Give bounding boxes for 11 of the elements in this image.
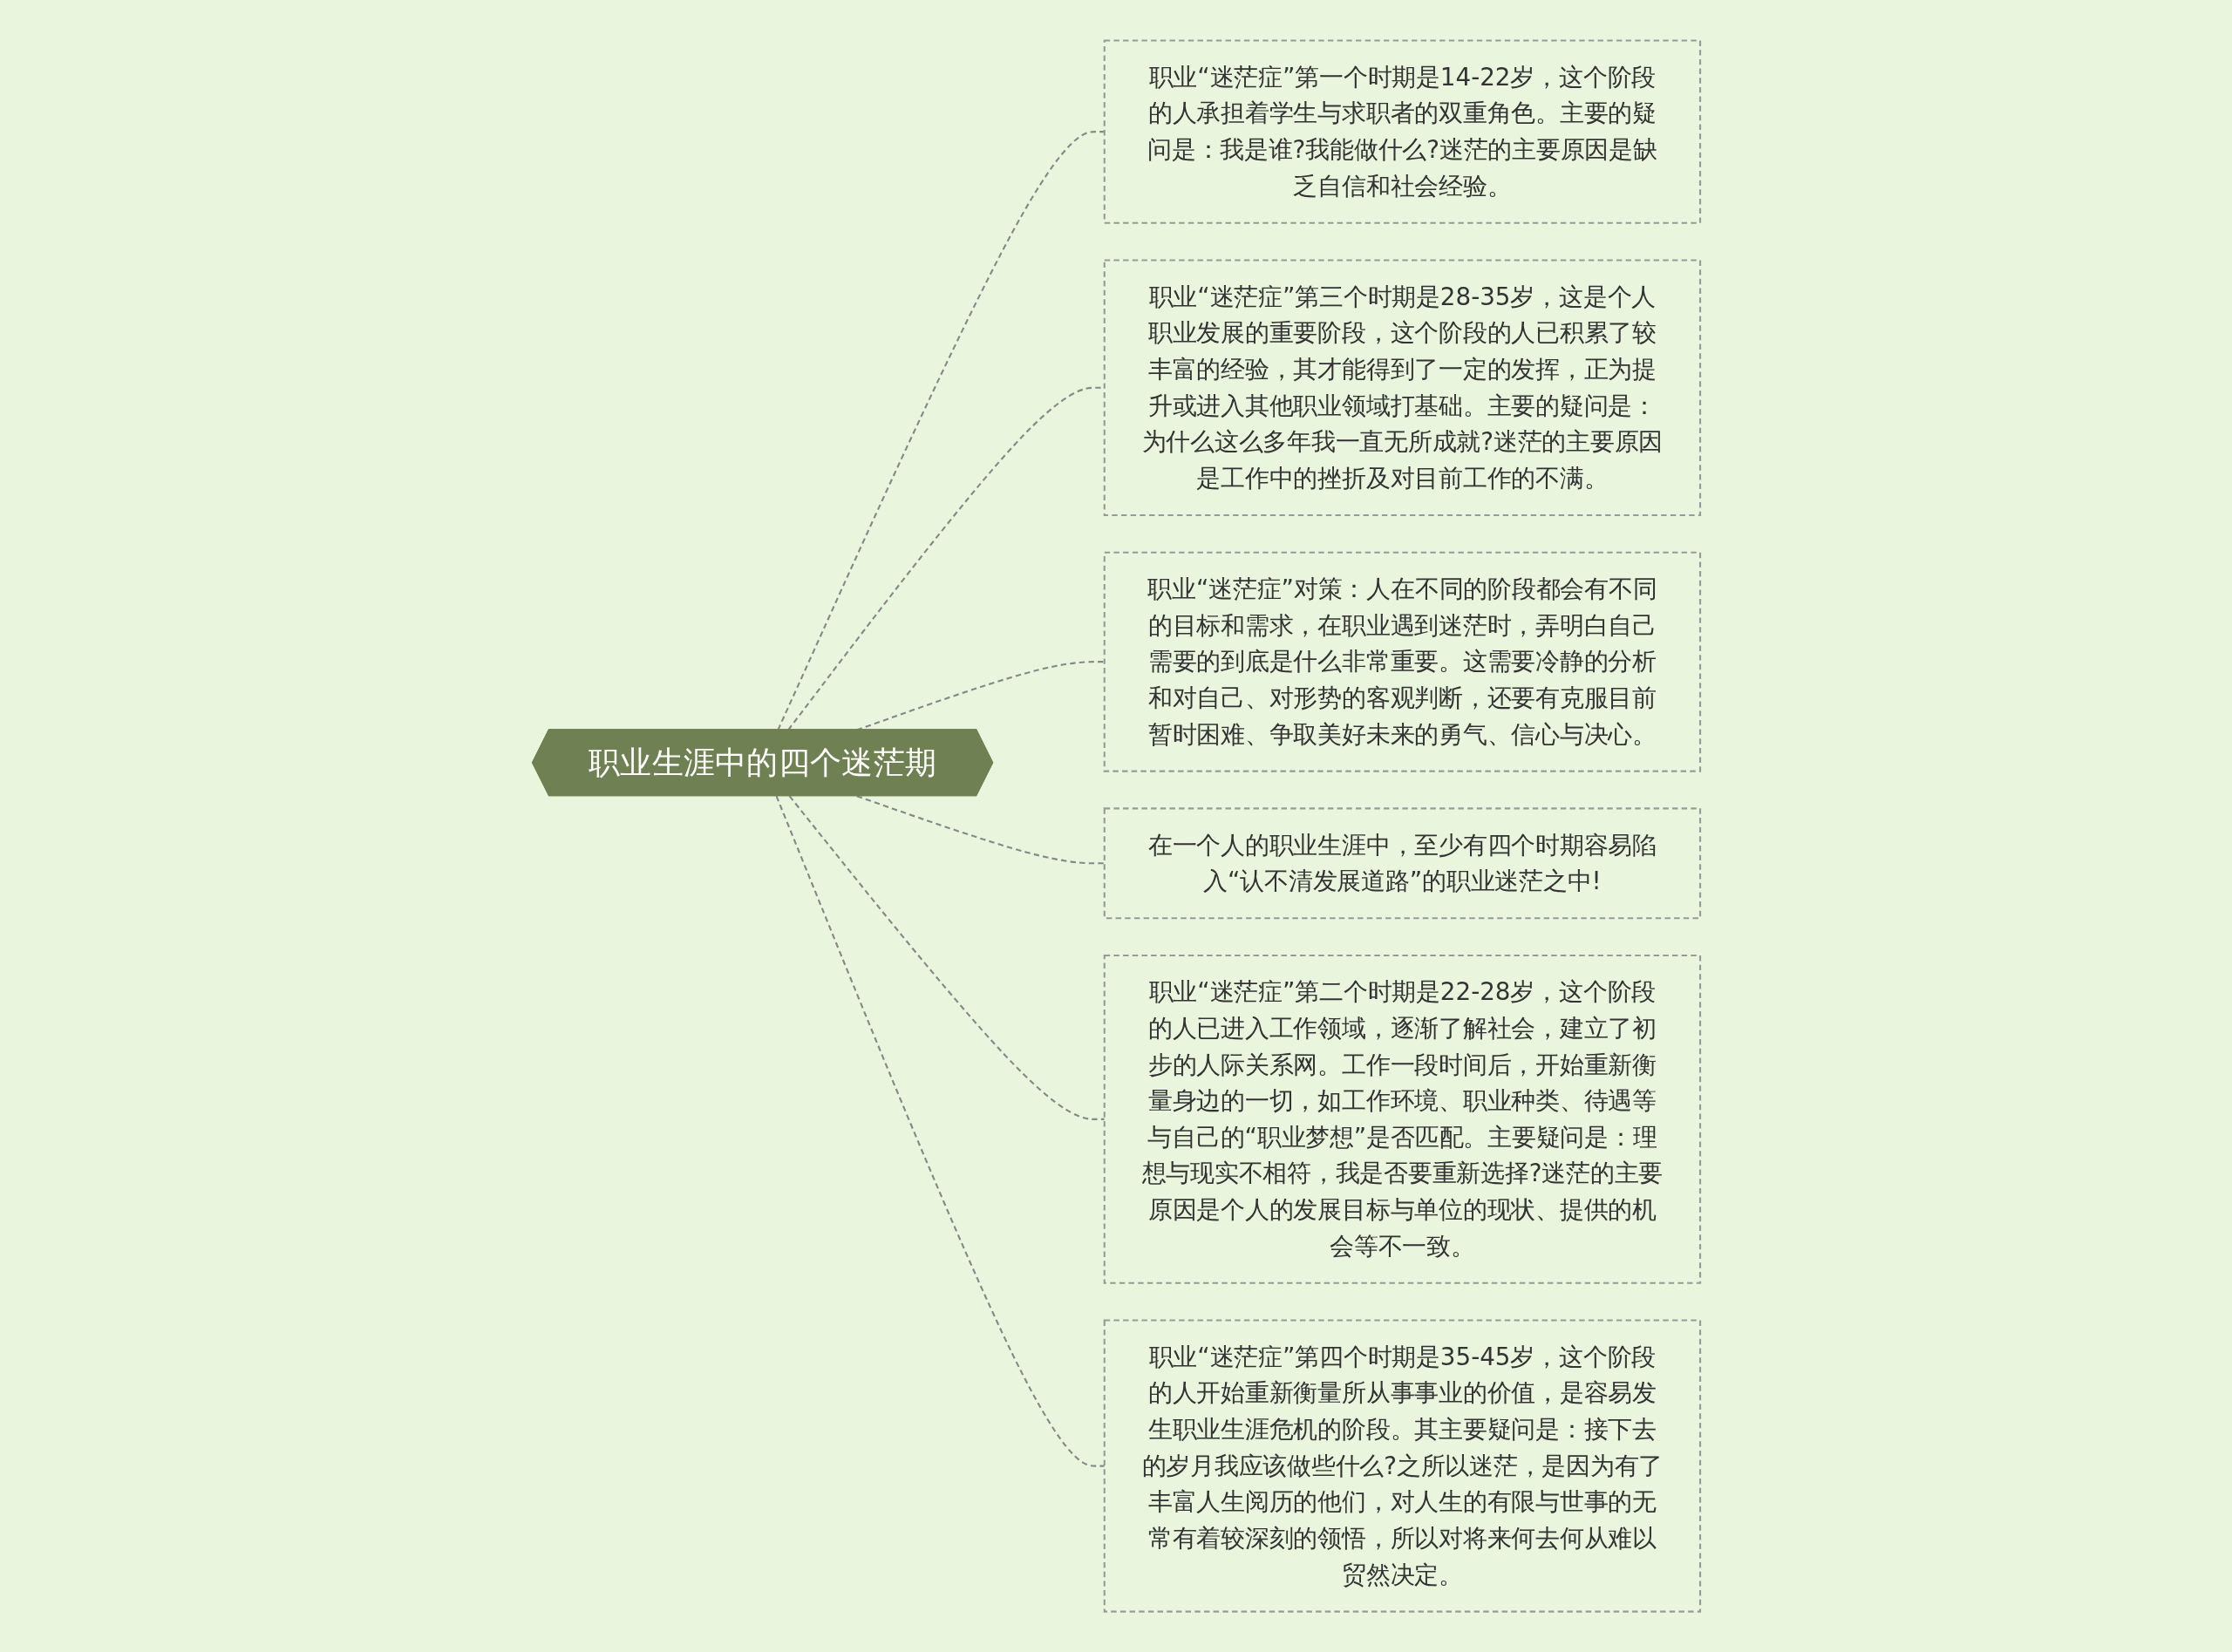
node-box: 在一个人的职业生涯中，至少有四个时期容易陷入“认不清发展道路”的职业迷茫之中! (1103, 807, 1701, 920)
connector (786, 386, 1105, 731)
connector (777, 131, 1105, 731)
node-box: 职业“迷茫症”第三个时期是28-35岁，这是个人职业发展的重要阶段，这个阶段的人已积累了较丰富的经验，其才能得到了一定的发挥，正为提升或进入其他职业领域打基础。主要的疑问是：为什么这么多年我一直无所成就?迷茫的主要原因是工作中的挫折及对目前工作的不满。 (1103, 259, 1701, 516)
connector (775, 795, 1105, 1467)
node-box: 职业“迷茫症”对策：人在不同的阶段都会有不同的目标和需求，在职业遇到迷茫时，弄明白自己需要的到底是什么非常重要。这需要冷静的分析和对自己、对形势的客观判断，还要有克服目前暂时困难、争取美好未来的勇气、信心与决心。 (1103, 551, 1701, 772)
connector (788, 795, 1105, 1120)
node-box: 职业“迷茫症”第四个时期是35-45岁，这个阶段的人开始重新衡量所从事事业的价值，是容易发生职业生涯危机的阶段。其主要疑问是：接下去的岁月我应该做些什么?之所以迷茫，是因为有了丰富人生阅历的他们，对人生的有限与世事的无常有着较深刻的领悟，所以对将来何去何从难以贸然决定。 (1103, 1319, 1701, 1613)
connector (856, 795, 1105, 865)
node-box: 职业“迷茫症”第一个时期是14-22岁，这个阶段的人承担着学生与求职者的双重角色。主要的疑问是：我是谁?我能做什么?迷茫的主要原因是缺乏自信和社会经验。 (1103, 39, 1701, 224)
node-box: 职业“迷茫症”第二个时期是22-28岁，这个阶段的人已进入工作领域，逐渐了解社会，建立了初步的人际关系网。工作一段时间后，开始重新衡量身边的一切，如工作环境、职业种类、待遇等与自己的“职业梦想”是否匹配。主要疑问是：理想与现实不相符，我是否要重新选择?迷茫的主要原因是个人的发展目标与单位的现状、提供的机会等不一致。 (1103, 954, 1701, 1284)
